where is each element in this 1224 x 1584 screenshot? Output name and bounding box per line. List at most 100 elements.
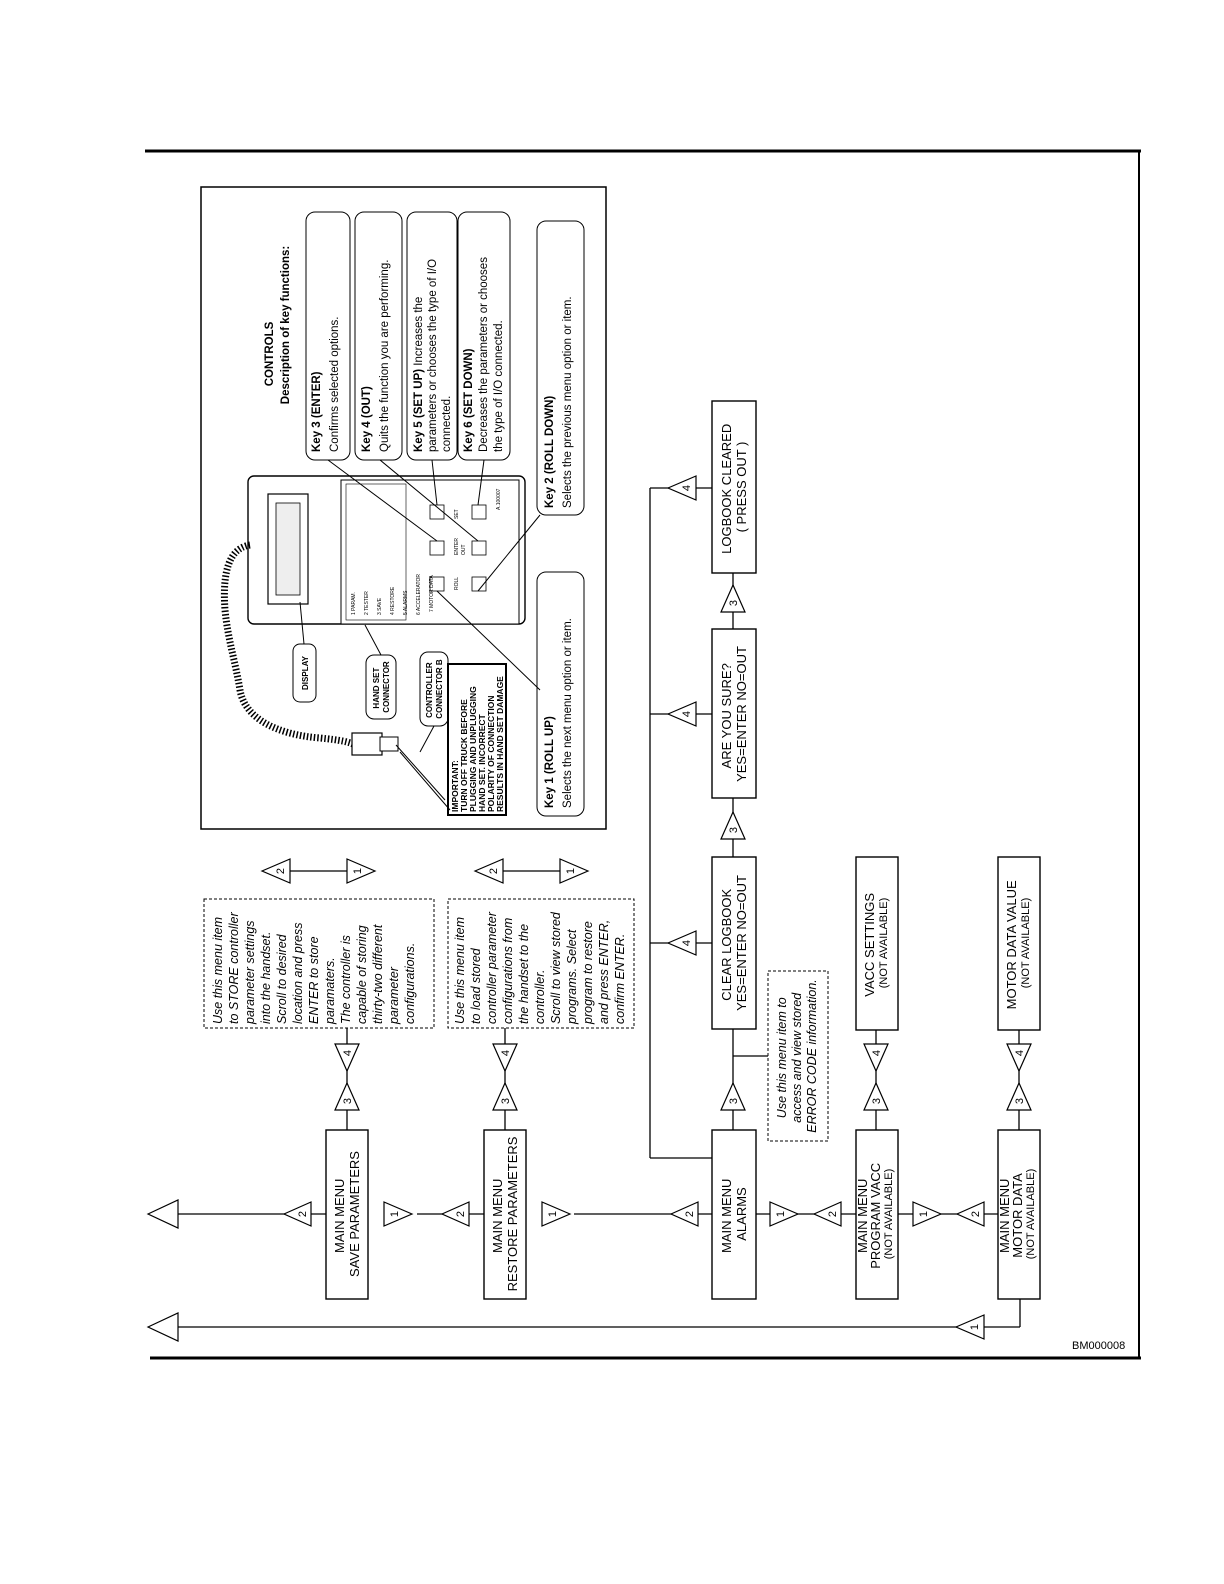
svg-text:HAND SET CONNECTOR: HAND SET CONNECTOR	[372, 661, 391, 713]
svg-text:2: 2	[275, 868, 287, 874]
svg-text:4: 4	[500, 1050, 512, 1056]
note-boxes	[203, 898, 829, 1142]
svg-text:Key 5 (SET UP) Increases the: Key 5 (SET UP) Increases the parameters …	[413, 256, 453, 452]
svg-text:4: 4	[681, 940, 693, 946]
program-vacc-box	[855, 1129, 899, 1300]
key6-square	[471, 504, 487, 520]
svg-text:MAIN MENU RESTORE PARAME: MAIN MENU RESTORE PARAMETERS	[490, 1136, 520, 1291]
svg-text:CONTROLS: CONTROLS	[264, 321, 276, 386]
plug-icon	[351, 732, 383, 756]
svg-text:VACC SETTINGS (NOT AVAIL: VACC SETTINGS (NOT AVAILABLE)	[862, 889, 890, 996]
svg-text:1: 1	[352, 868, 364, 874]
handset-illustration	[247, 475, 526, 625]
svg-text:4: 4	[342, 1050, 354, 1056]
svg-text:Key 1 (ROLL UP) Selects: Key 1 (ROLL UP) Selects the next menu op…	[544, 618, 574, 808]
key4-square	[471, 540, 487, 556]
svg-text:3 SAVE: 3 SAVE	[377, 597, 383, 615]
svg-text:Description of key functions:: Description of key functions:	[280, 246, 292, 404]
are-you-sure-box	[711, 628, 757, 799]
svg-text:ROLL: ROLL	[454, 577, 460, 590]
svg-text:4: 4	[1014, 1050, 1026, 1056]
svg-text:3: 3	[728, 600, 740, 606]
alarms-box	[711, 1129, 757, 1300]
save-note-box	[203, 898, 435, 1029]
coiled-cord-icon	[220, 541, 357, 749]
restore-note-box	[447, 898, 635, 1029]
svg-text:CONTROLLER CONNECTOR B: CONTROLLER CONNECTOR B	[425, 659, 444, 719]
alarms-note-box	[767, 970, 829, 1142]
drawing-code: BM000008	[1072, 1340, 1125, 1352]
svg-text:1: 1	[547, 1211, 559, 1217]
handset-menu-labels: 1 PARAM. 2 TESTER 3 SAVE 4 RESTORE 5 ALA…	[351, 488, 502, 615]
controls-panel: CONTROLS Description of key functions: K…	[200, 186, 607, 830]
leader-lines	[299, 459, 541, 811]
menu-boxes	[325, 400, 1041, 1300]
svg-text:4 RESTORE: 4 RESTORE	[390, 586, 396, 615]
key2-square	[471, 576, 487, 592]
svg-text:MAIN MENU MOTOR DATA: MAIN MENU MOTOR DATA (NOT AVAILABLE)	[997, 1169, 1037, 1259]
vacc-settings-box	[855, 856, 899, 1031]
svg-text:2: 2	[455, 1211, 467, 1217]
svg-text:2: 2	[684, 1211, 696, 1217]
svg-text:DISPLAY: DISPLAY	[301, 655, 310, 690]
important-warning-box	[447, 663, 507, 816]
svg-text:LOGBOOK CLEARED ( PRESS: LOGBOOK CLEARED ( PRESS OUT )	[719, 420, 749, 554]
svg-text:3: 3	[728, 1098, 740, 1104]
handset-connector-label-box	[365, 654, 397, 720]
triangle-labels: 2 1 2 1 2 1 2 1 2 1 3 3 3 3 3 3 3 4 4 4 …	[275, 485, 1026, 1330]
svg-text:2: 2	[827, 1211, 839, 1217]
svg-text:Use this menu item to lo: Use this menu item to load stored contro…	[453, 909, 627, 1025]
svg-text:1: 1	[969, 1324, 981, 1330]
svg-text:MAIN MENU ALARMS: MAIN MENU ALARMS	[719, 1175, 749, 1253]
svg-text:IMPORTANT: TURN OFF TRUC: IMPORTANT: TURN OFF TRUCK BEFORE PLUGGIN…	[450, 676, 505, 812]
page-frame	[145, 149, 1141, 1360]
svg-text:3: 3	[728, 827, 740, 833]
svg-text:2: 2	[488, 868, 500, 874]
alarms-note: Use this menu item to access and view st…	[775, 979, 819, 1133]
save-parameters-box	[325, 1129, 369, 1300]
svg-text:Use this menu item to ST: Use this menu item to STORE controller p…	[211, 909, 417, 1025]
restore-note: Use this menu item to load stored contro…	[453, 909, 627, 1025]
svg-text:5 ALARMS: 5 ALARMS	[403, 590, 409, 615]
svg-text:Key 3 (ENTER) Confirms s: Key 3 (ENTER) Confirms selected options.	[311, 316, 341, 452]
key2-bubble	[536, 220, 585, 516]
svg-text:1: 1	[389, 1211, 401, 1217]
svg-text:1: 1	[565, 868, 577, 874]
svg-text:1: 1	[918, 1211, 930, 1217]
svg-text:4: 4	[871, 1050, 883, 1056]
svg-text:2 TESTER: 2 TESTER	[364, 591, 370, 615]
svg-text:SET: SET	[454, 509, 460, 519]
svg-text:3: 3	[1014, 1098, 1026, 1104]
restore-parameters-box	[483, 1129, 527, 1300]
key1-bubble	[536, 571, 585, 817]
display-label-box	[292, 643, 317, 703]
svg-text:7 MOTOR DATA: 7 MOTOR DATA	[429, 575, 435, 612]
svg-text:3: 3	[500, 1098, 512, 1104]
svg-text:2: 2	[297, 1211, 309, 1217]
svg-text:MOTOR DATA VALUE (NOT AV: MOTOR DATA VALUE (NOT AVAILABLE)	[1004, 877, 1032, 1010]
svg-text:Use this menu item to ac: Use this menu item to access and view st…	[775, 979, 819, 1133]
svg-text:6 ACCELERATOR: 6 ACCELERATOR	[416, 574, 422, 615]
svg-text:4: 4	[681, 485, 693, 491]
key3-square	[429, 540, 445, 556]
svg-text:CLEAR LOGBOOK YES=ENTER: CLEAR LOGBOOK YES=ENTER NO=OUT	[719, 875, 749, 1011]
svg-text:1 PARAM.: 1 PARAM.	[351, 592, 357, 615]
svg-text:MAIN MENU PROGRAM VACC: MAIN MENU PROGRAM VACC (NOT AVAILABLE)	[855, 1159, 895, 1269]
clear-logbook-box	[711, 856, 757, 1030]
motor-data-box	[997, 1129, 1041, 1300]
exit-arrow-bottom	[146, 1312, 179, 1342]
svg-text:4: 4	[681, 711, 693, 717]
svg-text:2: 2	[970, 1211, 982, 1217]
svg-text:A.100007: A.100007	[496, 488, 502, 510]
svg-text:ARE YOU SURE? YES=ENTER: ARE YOU SURE? YES=ENTER NO=OUT	[719, 646, 749, 782]
menu-box-labels: MAIN MENU SAVE PARAMETERS MAIN MENU REST…	[332, 420, 1037, 1292]
svg-text:Key 4 (OUT) Quits the fu: Key 4 (OUT) Quits the function you are p…	[361, 260, 391, 452]
motor-data-value-box	[997, 856, 1041, 1031]
svg-text:OUT: OUT	[461, 544, 467, 555]
connector-triangles	[146, 475, 1032, 1342]
logbook-cleared-box	[711, 400, 757, 574]
svg-text:Key 6 (SET DOWN) Decreas: Key 6 (SET DOWN) Decreases the parameter…	[463, 254, 505, 452]
svg-text:1: 1	[775, 1211, 787, 1217]
svg-text:MAIN MENU SAVE PARAMETER: MAIN MENU SAVE PARAMETERS	[332, 1151, 362, 1277]
